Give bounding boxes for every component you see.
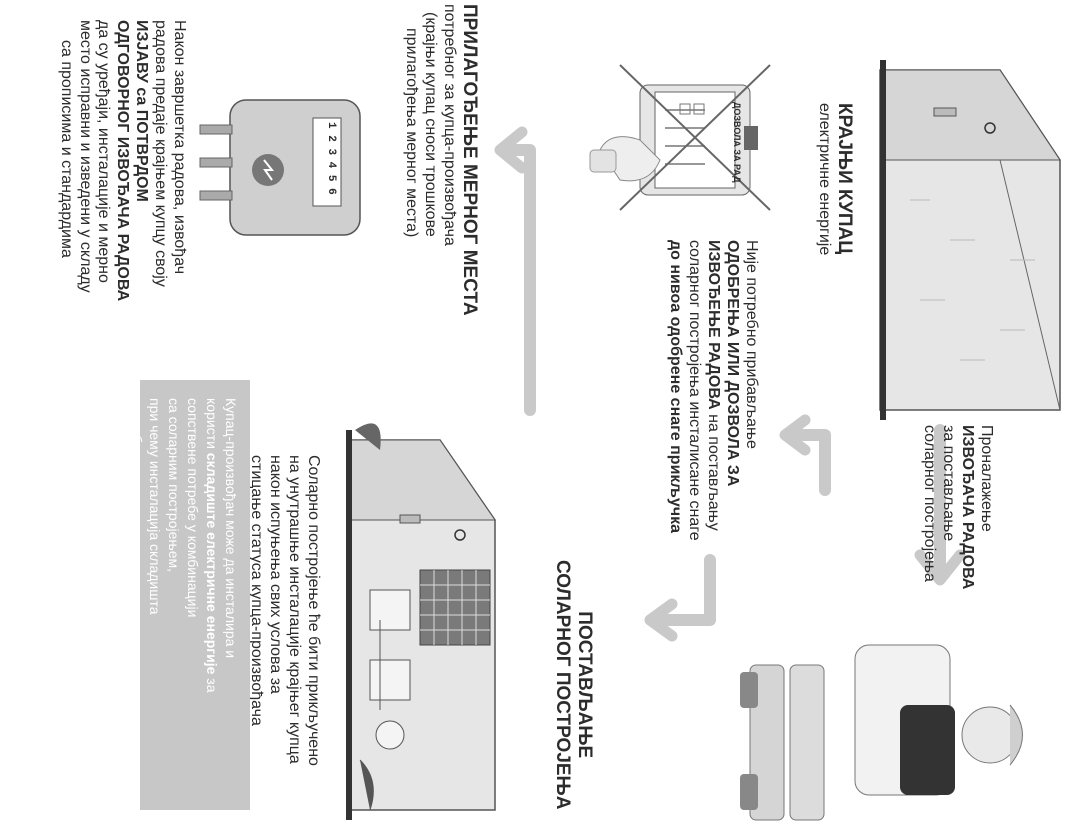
permit-line5: до нивоа одобрене снаге прикључка [667,240,685,534]
installation-title-line2: СОЛАРНОГ ПОСТРОЈЕЊА [551,560,573,810]
permit-block: Није потребно прибављање ОДОБРЕЊА ИЛИ ДО… [666,240,761,541]
storage-note-line8: већ само из соларног постројења [90,398,107,634]
meter-line3: прилагођења мерног места) [402,28,420,238]
house-icon [879,60,1061,420]
find-contractor-block: Проналажење ИЗВОЂАЧА РАДОВА за постављањ… [920,425,995,590]
storage-note-line7: преузима енергију из дистрибутивног сист… [109,398,126,703]
statement-line2: радова предаје крајњем купцу своју [152,20,170,287]
installation-title-line1: ПОСТАВЉАЊЕ [574,611,595,759]
final-customer-subtitle: електричне енергије [815,103,833,256]
permit-line4: соларног постројења инсталисане снаге [686,240,704,541]
storage-note-line6: мора бити таква да складиште не може да [128,398,145,676]
permit-line2: ОДОБРЕЊА ИЛИ ДОЗВОЛА ЗА [724,240,742,487]
find-contractor-line1: Проналажење [978,425,995,532]
meter-block: ПРИЛАГОЂЕЊЕ МЕРНОГ МЕСТА потребног за ку… [401,4,480,316]
storage-note-line5: при чему инсталација складишта [147,398,164,615]
statement-line3: ИЗЈАВУ са ПОТВРДОМ [133,20,151,202]
permit-line1: Није потребно прибављање [743,240,760,449]
installation-title: ПОСТАВЉАЊЕ СОЛАРНОГ ПОСТРОЈЕЊА [550,560,595,809]
storage-note-box: Купац-произвођач може да инсталира и кор… [91,380,250,810]
permit-line3-rest: на постављању [705,409,723,531]
final-customer-title: КРАЈЊИ КУПАЦ [834,103,855,255]
storage-note-line4: са соларним постројењем, [166,398,183,573]
installation-line3: након испуњења свих услова за [267,455,285,694]
arrow-icon [494,126,966,642]
worker-icon [740,644,1023,821]
statement-line1: Након завршетка радова, извођач [171,20,188,275]
installation-line2: на унутрашње инсталације крајњег купца [286,455,304,764]
meter-digits: 1 2 3 4 5 6 [325,122,337,195]
storage-note-line2-bold: складиште електричне енергије [204,452,221,675]
solar-house-icon [346,423,496,820]
meter-icon [199,99,361,236]
installation-block: Соларно постројење ће бити прикључено на… [247,455,322,766]
permit-line3-bold: ИЗВОЂЕЊЕ РАДОВА [705,240,723,410]
meter-title: ПРИЛАГОЂЕЊЕ МЕРНОГ МЕСТА [459,4,480,316]
find-contractor-line3: за постављање [940,425,958,542]
meter-line1: потребног за купца-произвођача [440,4,458,246]
final-customer-block: КРАЈЊИ КУПАЦ електричне енергије [814,103,855,255]
storage-note-line1: Купац-произвођач може да инсталира и [223,398,239,659]
meter-line2: (крајњи купац сноси трошкове [421,12,439,237]
storage-note-text: Купац-произвођач може да инсталира и кор… [90,398,239,703]
permit-document-label: ДОЗВОЛА ЗА РАД [732,102,742,183]
find-contractor-line4: соларног постројења [921,425,939,582]
installation-line1: Соларно постројење ће бити прикључено [305,455,322,766]
statement-block: Након завршетка радова, извођач радова п… [56,20,188,301]
statement-line6: место исправни и изведени у складу [76,20,94,293]
find-contractor-line2: ИЗВОЂАЧА РАДОВА [959,425,977,590]
statement-line4: ОДГОВОРНОГ ИЗВОЂАЧА РАДОВА [114,20,132,302]
statement-line5: да су уређаји, инсталације и мерно [95,20,113,283]
hand-icon [589,136,661,182]
storage-note-line3: сопствене потребе у комбинацији [185,398,202,618]
permit-document-icon [619,64,771,211]
statement-line7: са прописима и стандардима [57,40,75,258]
